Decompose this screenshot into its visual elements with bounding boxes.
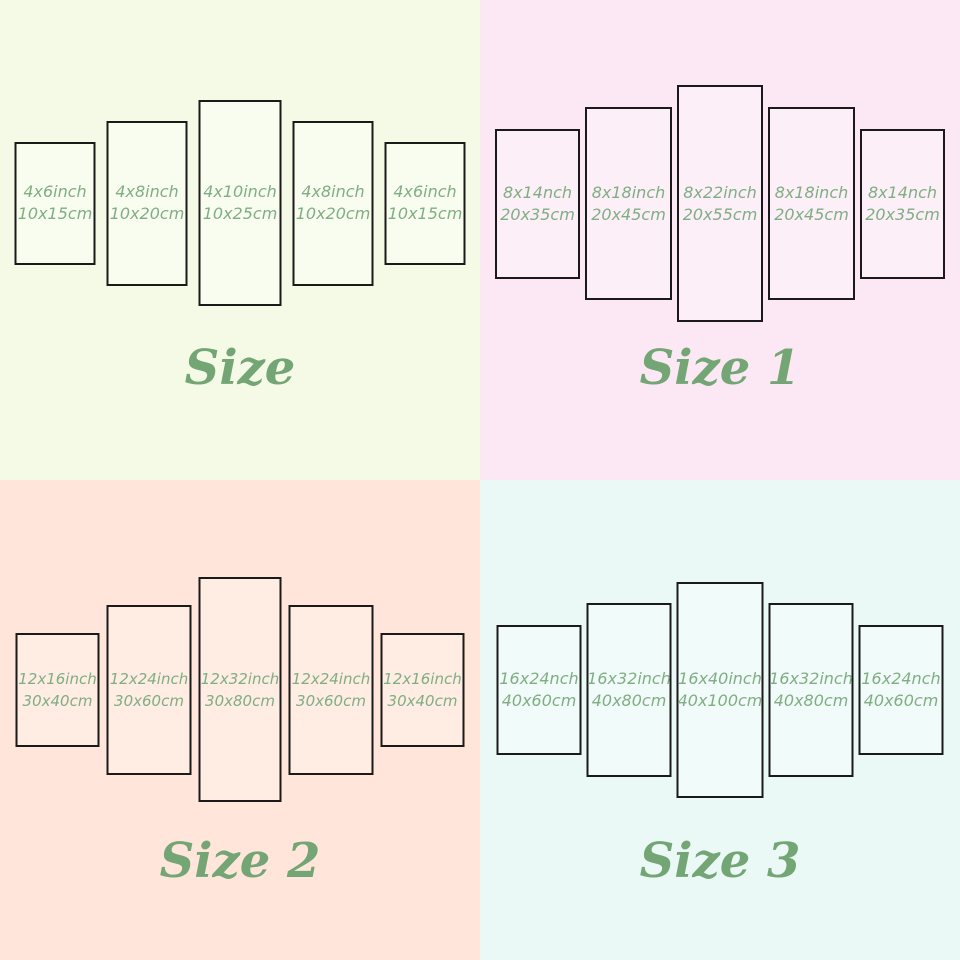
canvas-panel: 12x16inch 30x40cm — [15, 632, 100, 747]
panel-size-label: 12x24inch 30x60cm — [292, 668, 370, 712]
panel-size-inch: 4x10inch — [203, 182, 277, 201]
panel-row: 8x14nch 20x35cm 8x18inch 20x45cm 8x22inc… — [495, 85, 945, 322]
panel-size-label: 12x32inch 30x80cm — [201, 668, 279, 712]
panel-size-cm: 20x35cm — [865, 204, 940, 224]
panel-size-inch: 8x18inch — [591, 182, 666, 202]
panel-size-label: 8x22inch 20x55cm — [683, 182, 758, 226]
panel-size-label: 12x24inch 30x60cm — [110, 668, 188, 712]
panel-size-label: 4x6inch 10x15cm — [388, 181, 463, 225]
panel-size-label: 4x8inch 10x20cm — [110, 181, 185, 225]
canvas-panel: 8x14nch 20x35cm — [860, 128, 945, 279]
panel-size-cm: 10x15cm — [387, 204, 463, 223]
panel-size-cm: 30x80cm — [205, 691, 275, 710]
quadrant-size-3: 16x24nch 40x60cm 16x32inch 40x80cm 16x40… — [480, 480, 960, 960]
canvas-panel: 16x32inch 40x80cm — [768, 603, 854, 777]
panel-row: 12x16inch 30x40cm 12x24inch 30x60cm 12x3… — [15, 577, 465, 802]
panel-size-label: 16x24nch 40x60cm — [861, 668, 940, 712]
panel-size-label: 16x24nch 40x60cm — [499, 668, 578, 712]
panel-size-label: 16x40inch 40x100cm — [678, 668, 763, 712]
panel-size-cm: 10x20cm — [109, 204, 185, 223]
canvas-panel: 12x24inch 30x60cm — [288, 604, 374, 775]
canvas-panel: 8x14nch 20x35cm — [495, 128, 580, 279]
panel-size-inch: 16x24nch — [861, 669, 941, 688]
panel-size-inch: 8x14nch — [867, 182, 938, 202]
quadrant-title: Size 3 — [639, 833, 801, 889]
panel-size-inch: 16x24nch — [499, 669, 579, 688]
panel-row: 16x24nch 40x60cm 16x32inch 40x80cm 16x40… — [496, 582, 944, 798]
canvas-panel: 12x24inch 30x60cm — [106, 604, 192, 775]
panel-size-inch: 4x8inch — [115, 182, 179, 201]
quadrant-title: Size 2 — [159, 833, 321, 889]
quadrant-size: 4x6inch 10x15cm 4x8inch 10x20cm 4x10inch… — [0, 0, 480, 480]
panel-size-inch: 4x6inch — [393, 182, 457, 201]
panel-size-cm: 40x80cm — [773, 691, 849, 710]
canvas-panel: 4x8inch 10x20cm — [106, 120, 188, 286]
quadrant-title: Size 1 — [639, 340, 801, 396]
canvas-panel: 16x32inch 40x80cm — [586, 603, 672, 777]
panel-size-inch: 12x24inch — [109, 669, 189, 688]
canvas-panel: 8x18inch 20x45cm — [768, 107, 855, 300]
panel-size-label: 8x18inch 20x45cm — [591, 182, 666, 226]
panel-size-cm: 20x45cm — [774, 204, 849, 224]
panel-size-cm: 10x20cm — [295, 204, 371, 223]
panel-size-label: 8x14nch 20x35cm — [865, 182, 940, 226]
panel-size-inch: 12x16inch — [383, 669, 462, 688]
panel-size-cm: 30x40cm — [387, 691, 458, 710]
panel-size-inch: 12x24inch — [291, 669, 371, 688]
canvas-panel: 16x40inch 40x100cm — [676, 582, 764, 798]
quadrant-title: Size — [184, 340, 296, 396]
canvas-panel: 4x6inch 10x15cm — [14, 141, 96, 265]
canvas-panel: 16x24nch 40x60cm — [496, 625, 582, 755]
panel-size-cm: 20x35cm — [500, 204, 575, 224]
panel-size-inch: 12x32inch — [200, 669, 280, 688]
panel-size-label: 16x32inch 40x80cm — [769, 668, 853, 712]
panel-size-label: 16x32inch 40x80cm — [587, 668, 671, 712]
panel-size-inch: 4x8inch — [301, 182, 365, 201]
panel-size-cm: 40x60cm — [501, 691, 577, 710]
canvas-panel: 4x6inch 10x15cm — [384, 141, 466, 265]
panel-size-cm: 20x45cm — [591, 204, 666, 224]
panel-size-label: 4x8inch 10x20cm — [296, 181, 371, 225]
canvas-panel: 12x16inch 30x40cm — [380, 632, 465, 747]
canvas-panel: 16x24nch 40x60cm — [858, 625, 944, 755]
panel-size-inch: 8x22inch — [683, 182, 757, 202]
canvas-panel: 4x8inch 10x20cm — [292, 120, 374, 286]
panel-size-cm: 40x80cm — [591, 691, 667, 710]
canvas-panel: 12x32inch 30x80cm — [198, 577, 282, 802]
panel-size-cm: 30x60cm — [114, 691, 184, 710]
quadrant-size-2: 12x16inch 30x40cm 12x24inch 30x60cm 12x3… — [0, 480, 480, 960]
panel-size-inch: 12x16inch — [18, 669, 97, 688]
panel-size-cm: 20x55cm — [682, 204, 758, 224]
panel-size-inch: 16x32inch — [587, 669, 671, 688]
panel-size-cm: 30x40cm — [22, 691, 93, 710]
panel-size-inch: 4x6inch — [23, 182, 87, 201]
panel-size-label: 12x16inch 30x40cm — [383, 668, 461, 712]
panel-size-inch: 8x18inch — [774, 182, 849, 202]
panel-size-label: 8x14nch 20x35cm — [500, 182, 575, 226]
panel-size-label: 4x6inch 10x15cm — [18, 181, 93, 225]
panel-size-inch: 16x32inch — [769, 669, 853, 688]
canvas-panel: 4x10inch 10x25cm — [198, 100, 282, 306]
panel-size-cm: 10x15cm — [17, 204, 93, 223]
canvas-panel: 8x18inch 20x45cm — [585, 107, 672, 300]
panel-size-cm: 30x60cm — [296, 691, 366, 710]
panel-size-label: 4x10inch 10x25cm — [203, 181, 278, 225]
panel-size-cm: 40x100cm — [677, 691, 763, 710]
panel-size-inch: 16x40inch — [678, 669, 762, 688]
panel-size-label: 8x18inch 20x45cm — [774, 182, 849, 226]
panel-size-cm: 40x60cm — [863, 691, 939, 710]
panel-size-inch: 8x14nch — [502, 182, 573, 202]
panel-size-cm: 10x25cm — [202, 204, 278, 223]
quadrant-size-1: 8x14nch 20x35cm 8x18inch 20x45cm 8x22inc… — [480, 0, 960, 480]
canvas-panel: 8x22inch 20x55cm — [677, 85, 763, 322]
panel-row: 4x6inch 10x15cm 4x8inch 10x20cm 4x10inch… — [14, 100, 466, 306]
panel-size-label: 12x16inch 30x40cm — [18, 668, 96, 712]
